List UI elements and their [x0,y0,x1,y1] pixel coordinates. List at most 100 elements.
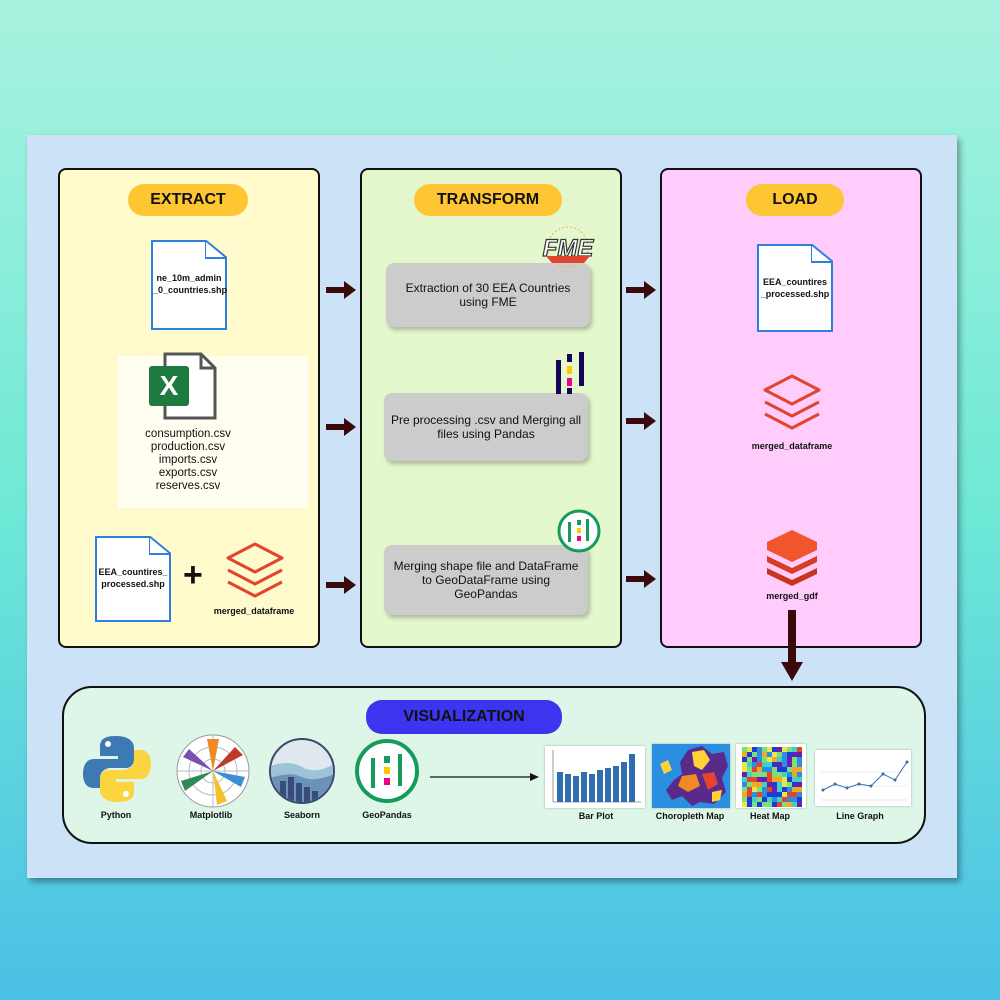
heat-cell [797,777,802,782]
heat-cell [742,792,747,797]
heat-cell [797,747,802,752]
csv-file: consumption.csv [145,428,231,440]
heat-cell [757,787,762,792]
heat-cell [787,747,792,752]
file-fold-icon [205,240,227,259]
step-fme: Extraction of 30 EEA Countries using FME [386,263,590,327]
heat-cell [777,772,782,777]
plus-sign: + [183,556,203,594]
heat-cell [767,792,772,797]
heat-cell [772,777,777,782]
csv-file-list: consumption.csv production.csv imports.c… [128,428,248,493]
heat-cell [757,797,762,802]
choropleth-map-thumbnail [652,744,730,808]
heat-cell [757,762,762,767]
heat-cell [797,757,802,762]
heat-cell [757,767,762,772]
heat-cell [752,767,757,772]
file-fold-icon [811,244,833,263]
heat-cell [767,797,772,802]
heat-cell [777,757,782,762]
heat-cell [762,762,767,767]
heat-cell [767,757,772,762]
heat-cell [742,787,747,792]
heat-cell [782,797,787,802]
heat-cell [797,772,802,777]
arrow-right-icon [626,570,656,588]
heat-cell [782,772,787,777]
heat-cell [797,767,802,772]
heat-cell [797,792,802,797]
heat-cell [792,752,797,757]
heat-cell [777,797,782,802]
heat-cell [772,752,777,757]
heat-cell [772,757,777,762]
load-processed-file-label: EEA_countires _processed.shp [760,277,830,299]
heat-cell [782,747,787,752]
step-pandas: Pre processing .csv and Merging all file… [384,393,588,461]
heat-cell [782,767,787,772]
heat-cell [762,782,767,787]
geopandas-logo-icon [557,509,601,553]
heat-cell [777,767,782,772]
visualization-title: VISUALIZATION [366,700,562,734]
heat-cell [762,787,767,792]
csv-file: reserves.csv [155,480,221,492]
filled-layers-icon [767,530,817,586]
heat-cell [752,802,757,807]
heat-cell [747,797,752,802]
excel-icon: X [149,352,217,420]
heat-cell [747,757,752,762]
heat-cell [772,762,777,767]
heat-cell [787,762,792,767]
heat-cell [782,777,787,782]
heat-cell [757,792,762,797]
processed-file-label: EEA_countires_ processed.shp [98,567,168,589]
tool-label-python: Python [100,810,132,820]
bar-plot-thumbnail [545,746,645,808]
heat-cell [742,762,747,767]
heat-cell [747,787,752,792]
heat-cell [772,787,777,792]
csv-file: production.csv [150,441,226,453]
heat-cell [777,802,782,807]
heat-cell [742,802,747,807]
heat-cell [757,772,762,777]
heat-cell [747,767,752,772]
shp-file-label: ne_10m_admin _0_countries.shp [153,273,228,295]
heat-cell [747,792,752,797]
heat-map-thumbnail [736,744,806,808]
heat-cell [787,792,792,797]
heat-cell [742,767,747,772]
arrow-right-icon [626,412,656,430]
merged-gdf-label: merged_gdf [766,591,818,601]
fme-logo-icon: FME [542,226,595,268]
heat-cell [792,777,797,782]
line-graph-thumbnail [815,750,911,806]
heat-cell [782,762,787,767]
heat-cell [752,752,757,757]
output-label-choropleth-map: Choropleth Map [655,811,725,821]
heat-cell [752,792,757,797]
heat-cell [767,802,772,807]
heat-cell [767,787,772,792]
heat-cell [782,787,787,792]
heat-cell [747,802,752,807]
heat-cell [792,772,797,777]
load-title: LOAD [746,184,844,216]
heat-cell [742,782,747,787]
heat-cell [782,792,787,797]
heat-cell [782,752,787,757]
extract-title: EXTRACT [128,184,248,216]
heat-cell [742,752,747,757]
merged-dataframe-label: merged_dataframe [213,606,295,616]
pandas-icon [556,352,584,394]
heat-cell [757,757,762,762]
seaborn-icon [269,738,335,804]
heat-cell [767,752,772,757]
load-merged-dataframe-label: merged_dataframe [751,441,833,451]
heat-cell [797,797,802,802]
heat-cell [797,787,802,792]
heat-cell [762,797,767,802]
stacked-layers-icon [763,374,821,430]
